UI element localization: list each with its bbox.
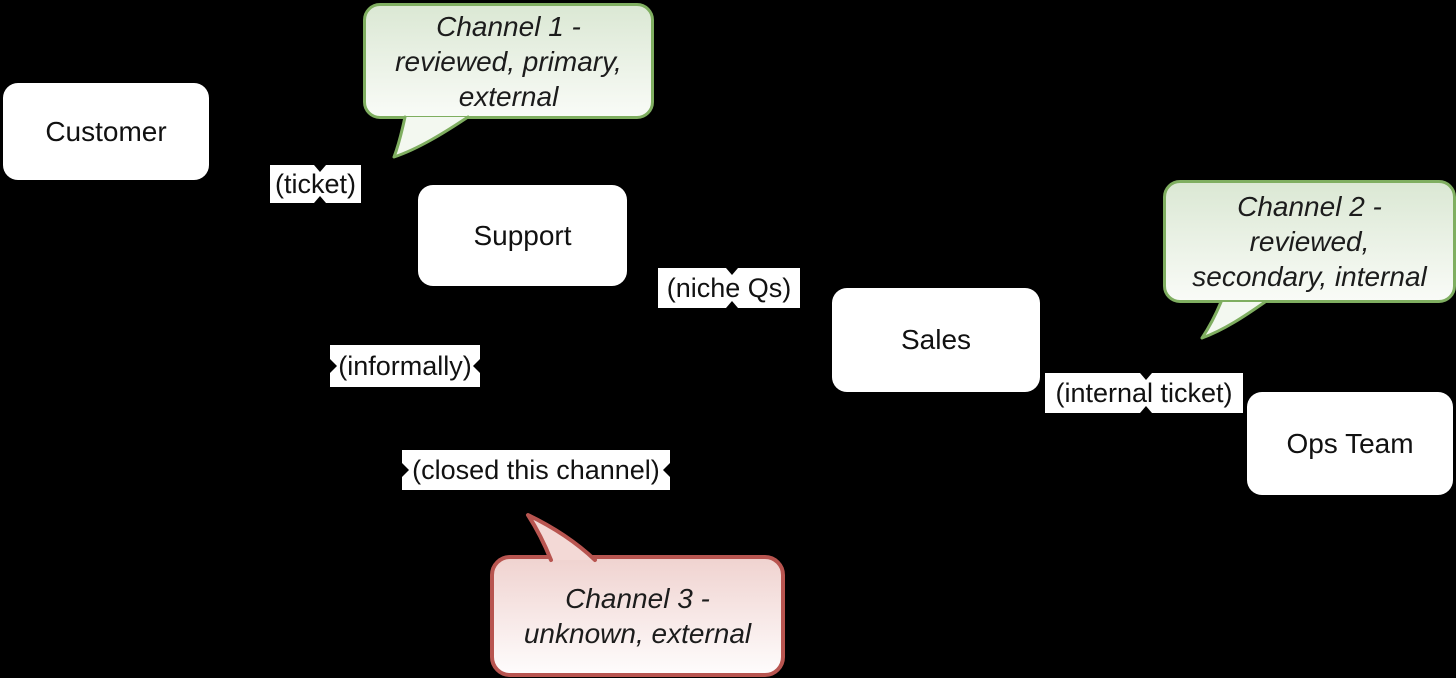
edge-mark: [313, 196, 326, 203]
edge-label-informally: (informally): [330, 345, 480, 387]
node-customer-label: Customer: [45, 115, 167, 147]
edge-mark: [726, 301, 739, 308]
edge-label-internal-ticket: (internal ticket): [1045, 373, 1243, 413]
edge-label-internal-ticket-text: (internal ticket): [1055, 377, 1233, 408]
node-customer: Customer: [3, 83, 209, 180]
callout-channel-2-line: reviewed,: [1249, 226, 1370, 257]
node-ops-team: Ops Team: [1247, 392, 1453, 495]
callout-channel-2-tail: [1200, 300, 1267, 340]
node-support-label: Support: [473, 219, 572, 251]
edge-mark: [473, 359, 480, 373]
callout-channel-3: Channel 3 - unknown, external: [490, 555, 785, 677]
edge-label-closed-this-channel-text: (closed this channel): [412, 454, 660, 485]
callout-channel-3-line: unknown, external: [523, 618, 752, 649]
edge-label-ticket: (ticket): [270, 165, 361, 203]
callout-channel-1-line: reviewed, primary,: [395, 45, 622, 77]
edge-label-informally-text: (informally): [338, 350, 472, 381]
callout-channel-1: Channel 1 - reviewed, primary, external: [363, 3, 654, 119]
callout-channel-3-line: Channel 3 -: [565, 583, 710, 614]
edge-mark: [330, 359, 337, 373]
node-sales: Sales: [832, 288, 1040, 392]
edge-mark: [1140, 406, 1153, 413]
callout-channel-2: Channel 2 - reviewed, secondary, interna…: [1163, 180, 1456, 303]
node-sales-label: Sales: [900, 324, 972, 355]
edge-mark: [1140, 373, 1153, 380]
callout-channel-2-line: secondary, internal: [1192, 261, 1427, 292]
callout-channel-3-tail: [526, 513, 597, 562]
edge-mark: [726, 268, 739, 275]
edge-mark: [313, 165, 326, 172]
edge-label-niche-qs-text: (niche Qs): [666, 272, 792, 303]
edge-mark: [663, 463, 670, 477]
edge-label-ticket-text: (ticket): [275, 168, 356, 199]
edge-label-closed-this-channel: (closed this channel): [402, 450, 670, 490]
callout-channel-1-line: Channel 1 -: [436, 10, 581, 42]
callout-channel-1-tail: [392, 115, 470, 159]
callout-channel-2-line: Channel 2 -: [1237, 191, 1382, 222]
node-ops-team-label: Ops Team: [1286, 427, 1414, 459]
edge-mark: [402, 463, 409, 477]
callout-channel-1-line: external: [458, 80, 559, 112]
edge-label-niche-qs: (niche Qs): [658, 268, 800, 308]
node-support: Support: [418, 185, 627, 286]
